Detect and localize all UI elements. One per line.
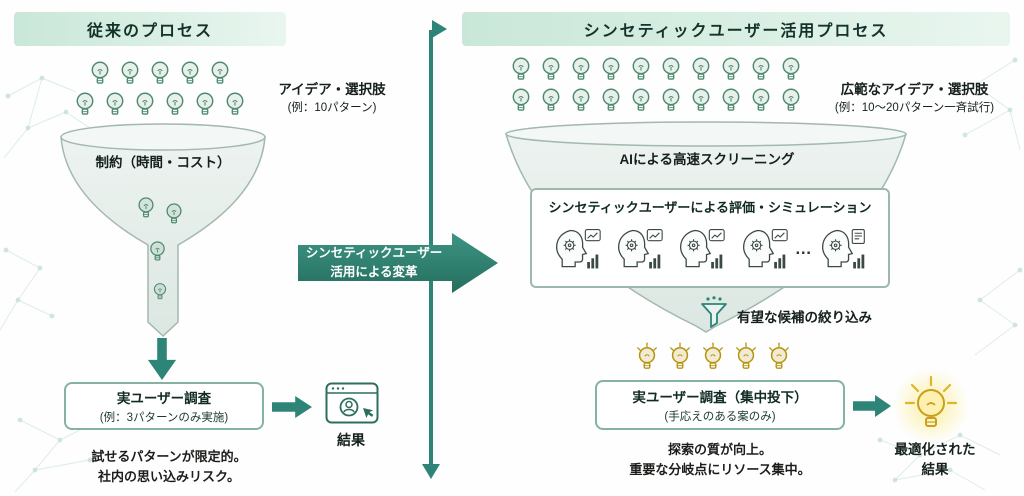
bulb-icon bbox=[780, 87, 802, 116]
right-note-line1: 探索の質が向上。 bbox=[667, 442, 772, 457]
right-bulb-row-2 bbox=[506, 87, 806, 116]
result-window-icon bbox=[325, 382, 379, 424]
bulb-icon bbox=[660, 56, 682, 85]
right-ideas-label: 広範なアイデア・選択肢 (例：10〜20パターン一斉試行) bbox=[812, 80, 1017, 116]
constraint-funnel bbox=[60, 123, 266, 338]
bulb-icon bbox=[149, 60, 171, 89]
bulb-icon bbox=[152, 282, 168, 303]
bulb-icon bbox=[104, 91, 126, 120]
right-bottom-note: 探索の質が向上。 重要な分岐点にリソース集中。 bbox=[595, 440, 845, 479]
synthetic-user-head-doc-icon bbox=[818, 227, 868, 271]
bulb-icon bbox=[179, 60, 201, 89]
bulb-icon bbox=[89, 60, 111, 89]
bulb-icon bbox=[570, 56, 592, 85]
optimized-line1: 最適化された bbox=[894, 442, 976, 457]
constraint-label-text: 制約（時間・コスト） bbox=[95, 155, 231, 170]
right-survey-box: 実ユーザー調査（集中投下） (手応えのある案のみ) bbox=[595, 380, 845, 430]
right-ideas-line1: 広範なアイデア・選択肢 bbox=[840, 82, 989, 97]
narrowing-label: 有望な候補の絞り込み bbox=[737, 308, 887, 328]
narrowing-funnel-icon bbox=[701, 296, 727, 328]
bulb-icon bbox=[510, 56, 532, 85]
left-survey-line2: (例：3パターンのみ実施) bbox=[99, 412, 229, 424]
left-ideas-line2: (例：10パターン) bbox=[287, 101, 377, 114]
left-survey-box: 実ユーザー調査 (例：3パターンのみ実施) bbox=[64, 382, 264, 430]
bulb-icon bbox=[630, 87, 652, 116]
bulb-icon bbox=[540, 56, 562, 85]
left-bulb-row-2 bbox=[55, 91, 265, 120]
evaluation-title: シンセティックユーザーによる評価・シミュレーション bbox=[548, 200, 872, 215]
yellow-bulb-icon bbox=[634, 342, 660, 374]
screening-label: AIによる高速スクリーニング bbox=[557, 150, 857, 170]
bulb-icon bbox=[630, 56, 652, 85]
left-process-header: 従来のプロセス bbox=[14, 12, 286, 46]
left-note-line2: 社内の思い込みリスク。 bbox=[98, 468, 240, 484]
left-bottom-note: 試せるパターンが限定的。 社内の思い込みリスク。 bbox=[44, 447, 294, 486]
bulb-icon bbox=[209, 60, 231, 89]
heads-ellipsis: … bbox=[794, 239, 812, 258]
bulb-icon bbox=[600, 56, 622, 85]
bulb-icon bbox=[720, 87, 742, 116]
left-ideas-line1: アイデア・選択肢 bbox=[278, 82, 386, 97]
synthetic-user-head-icon bbox=[552, 227, 602, 271]
bulb-icon bbox=[690, 87, 712, 116]
bulb-icon bbox=[164, 202, 184, 228]
transformation-line2: 活用による変革 bbox=[330, 265, 418, 279]
connector-arrowhead-down-icon bbox=[422, 464, 440, 479]
bulb-icon bbox=[164, 91, 186, 120]
synthetic-user-head-icon bbox=[739, 227, 789, 271]
result-label-text: 結果 bbox=[337, 432, 365, 448]
optimized-result-label: 最適化された 結果 bbox=[880, 440, 990, 479]
right-survey-line1: 実ユーザー調査（集中投下） bbox=[632, 390, 808, 405]
screening-label-text: AIによる高速スクリーニング bbox=[619, 152, 795, 167]
bulb-icon bbox=[510, 87, 532, 116]
left-funnel-label: 制約（時間・コスト） bbox=[83, 153, 243, 173]
bulb-icon bbox=[148, 240, 167, 265]
left-survey-line1: 実ユーザー調査 bbox=[116, 391, 212, 406]
bulb-icon bbox=[780, 56, 802, 85]
synthetic-user-head-icon bbox=[676, 227, 726, 271]
left-note-line1: 試せるパターンが限定的。 bbox=[91, 449, 247, 464]
right-survey-line2: (手応えのある案のみ) bbox=[664, 411, 776, 423]
bulb-icon bbox=[540, 87, 562, 116]
optimized-line2: 結果 bbox=[921, 461, 949, 477]
left-process-title: 従来のプロセス bbox=[86, 23, 213, 40]
bulb-icon bbox=[600, 87, 622, 116]
bulb-icon bbox=[570, 87, 592, 116]
narrowing-label-text: 有望な候補の絞り込み bbox=[737, 310, 872, 325]
optimized-result-bulb-icon bbox=[904, 375, 958, 427]
left-bulb-row-1 bbox=[55, 60, 265, 89]
yellow-bulb-icon bbox=[667, 342, 693, 374]
bulb-icon bbox=[690, 56, 712, 85]
right-idea-bulbs bbox=[506, 56, 806, 116]
connector-arrowhead-right-icon bbox=[432, 20, 447, 38]
right-note-line2: 重要な分岐点にリソース集中。 bbox=[629, 461, 811, 477]
bulb-icon bbox=[720, 56, 742, 85]
left-idea-bulbs bbox=[55, 60, 265, 120]
right-ideas-line2: (例：10〜20パターン一斉試行) bbox=[834, 101, 995, 114]
right-bulb-row-1 bbox=[506, 56, 806, 85]
synthetic-user-heads-row: … bbox=[532, 216, 888, 286]
right-process-title: シンセティックユーザー活用プロセス bbox=[583, 23, 889, 40]
synthetic-user-head-icon bbox=[614, 227, 664, 271]
bulb-icon bbox=[660, 87, 682, 116]
bulb-icon bbox=[224, 91, 246, 120]
bulb-icon bbox=[750, 87, 772, 116]
bulb-icon bbox=[134, 91, 156, 120]
yellow-bulb-icon bbox=[700, 342, 726, 374]
left-ideas-label: アイデア・選択肢 (例：10パターン) bbox=[252, 80, 412, 116]
bulb-icon bbox=[194, 91, 216, 120]
bulb-icon bbox=[136, 196, 156, 222]
left-result-label: 結果 bbox=[318, 430, 384, 450]
yellow-bulb-icon bbox=[733, 342, 759, 374]
right-process-header: シンセティックユーザー活用プロセス bbox=[462, 12, 1010, 46]
evaluation-box: シンセティックユーザーによる評価・シミュレーション … bbox=[530, 188, 890, 288]
promising-bulbs-row bbox=[628, 342, 798, 374]
bulb-icon bbox=[750, 56, 772, 85]
bulb-icon bbox=[74, 91, 96, 120]
yellow-bulb-icon bbox=[766, 342, 792, 374]
transformation-line1: シンセティックユーザー bbox=[305, 245, 443, 260]
bulb-icon bbox=[119, 60, 141, 89]
